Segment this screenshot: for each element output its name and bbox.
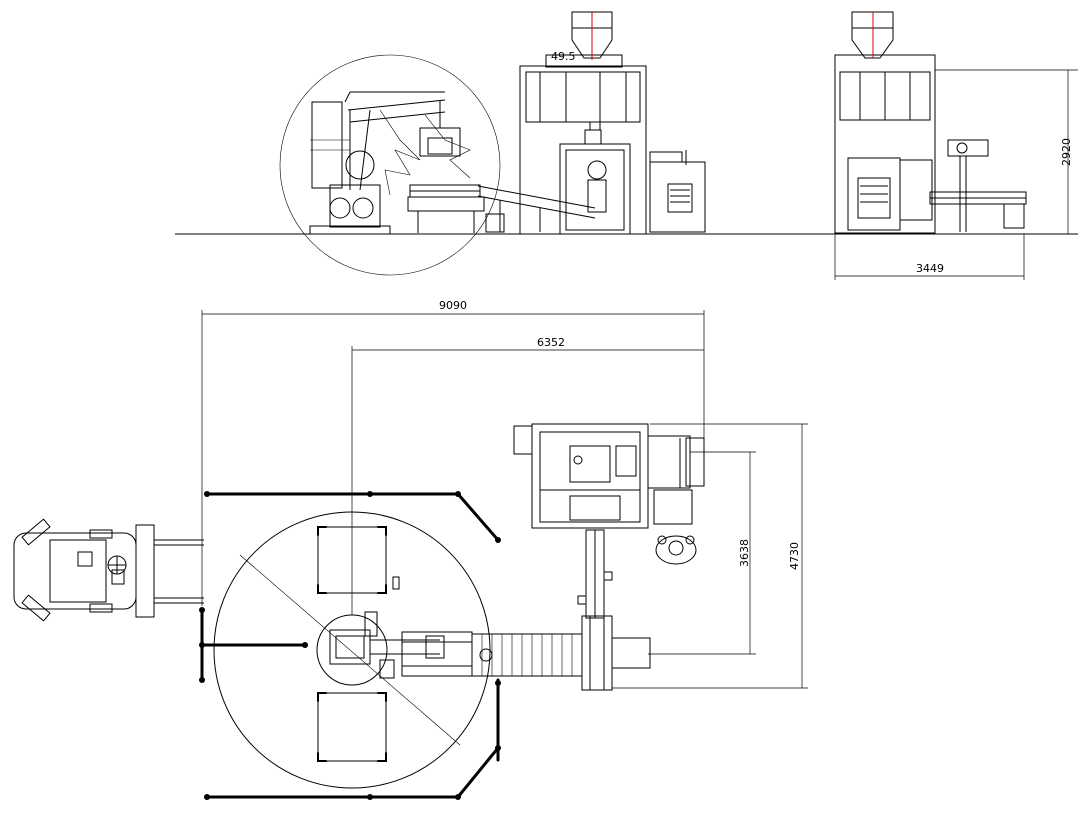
vertical-conveyor-plan bbox=[577, 529, 613, 619]
forklift bbox=[13, 518, 204, 622]
dim-9090: 9090 bbox=[201, 299, 705, 606]
svg-text:9090: 9090 bbox=[439, 299, 467, 312]
svg-text:3638: 3638 bbox=[738, 539, 751, 567]
svg-text:2920: 2920 bbox=[1060, 138, 1073, 166]
side-elevation-view: 2920 3449 bbox=[834, 11, 1078, 280]
robot-plan bbox=[329, 611, 445, 679]
dim-3638: 3638 bbox=[648, 451, 756, 655]
dim-3449: 3449 bbox=[834, 234, 1025, 280]
robot-base-circle bbox=[316, 614, 388, 686]
dim-2920: 2920 bbox=[935, 69, 1078, 234]
front-elevation-view: 49.5 bbox=[175, 11, 1078, 276]
dim-4730: 4730 bbox=[612, 423, 808, 689]
dim-6352: 6352 bbox=[351, 336, 704, 615]
robot-elevation bbox=[279, 54, 501, 276]
gripper-marker bbox=[392, 576, 400, 590]
dim-side-small: 49.5 bbox=[551, 50, 576, 63]
svg-text:4730: 4730 bbox=[788, 542, 801, 570]
bagging-machine-elevation bbox=[519, 11, 647, 235]
roller-conveyor-plan bbox=[401, 615, 651, 691]
inclined-conveyor-elevation bbox=[477, 185, 596, 233]
svg-text:3449: 3449 bbox=[916, 262, 944, 275]
pallet-position-bottom bbox=[317, 692, 387, 762]
control-cabinet-elevation bbox=[649, 150, 706, 233]
bagging-machine-plan bbox=[513, 423, 705, 529]
infeed-conveyor-elevation bbox=[407, 184, 485, 233]
safety-fence bbox=[199, 491, 501, 800]
plan-view: 9090 6352 3638 4730 bbox=[13, 299, 808, 800]
operator bbox=[655, 535, 697, 565]
pallet-position-top bbox=[317, 526, 387, 594]
svg-text:6352: 6352 bbox=[537, 336, 565, 349]
